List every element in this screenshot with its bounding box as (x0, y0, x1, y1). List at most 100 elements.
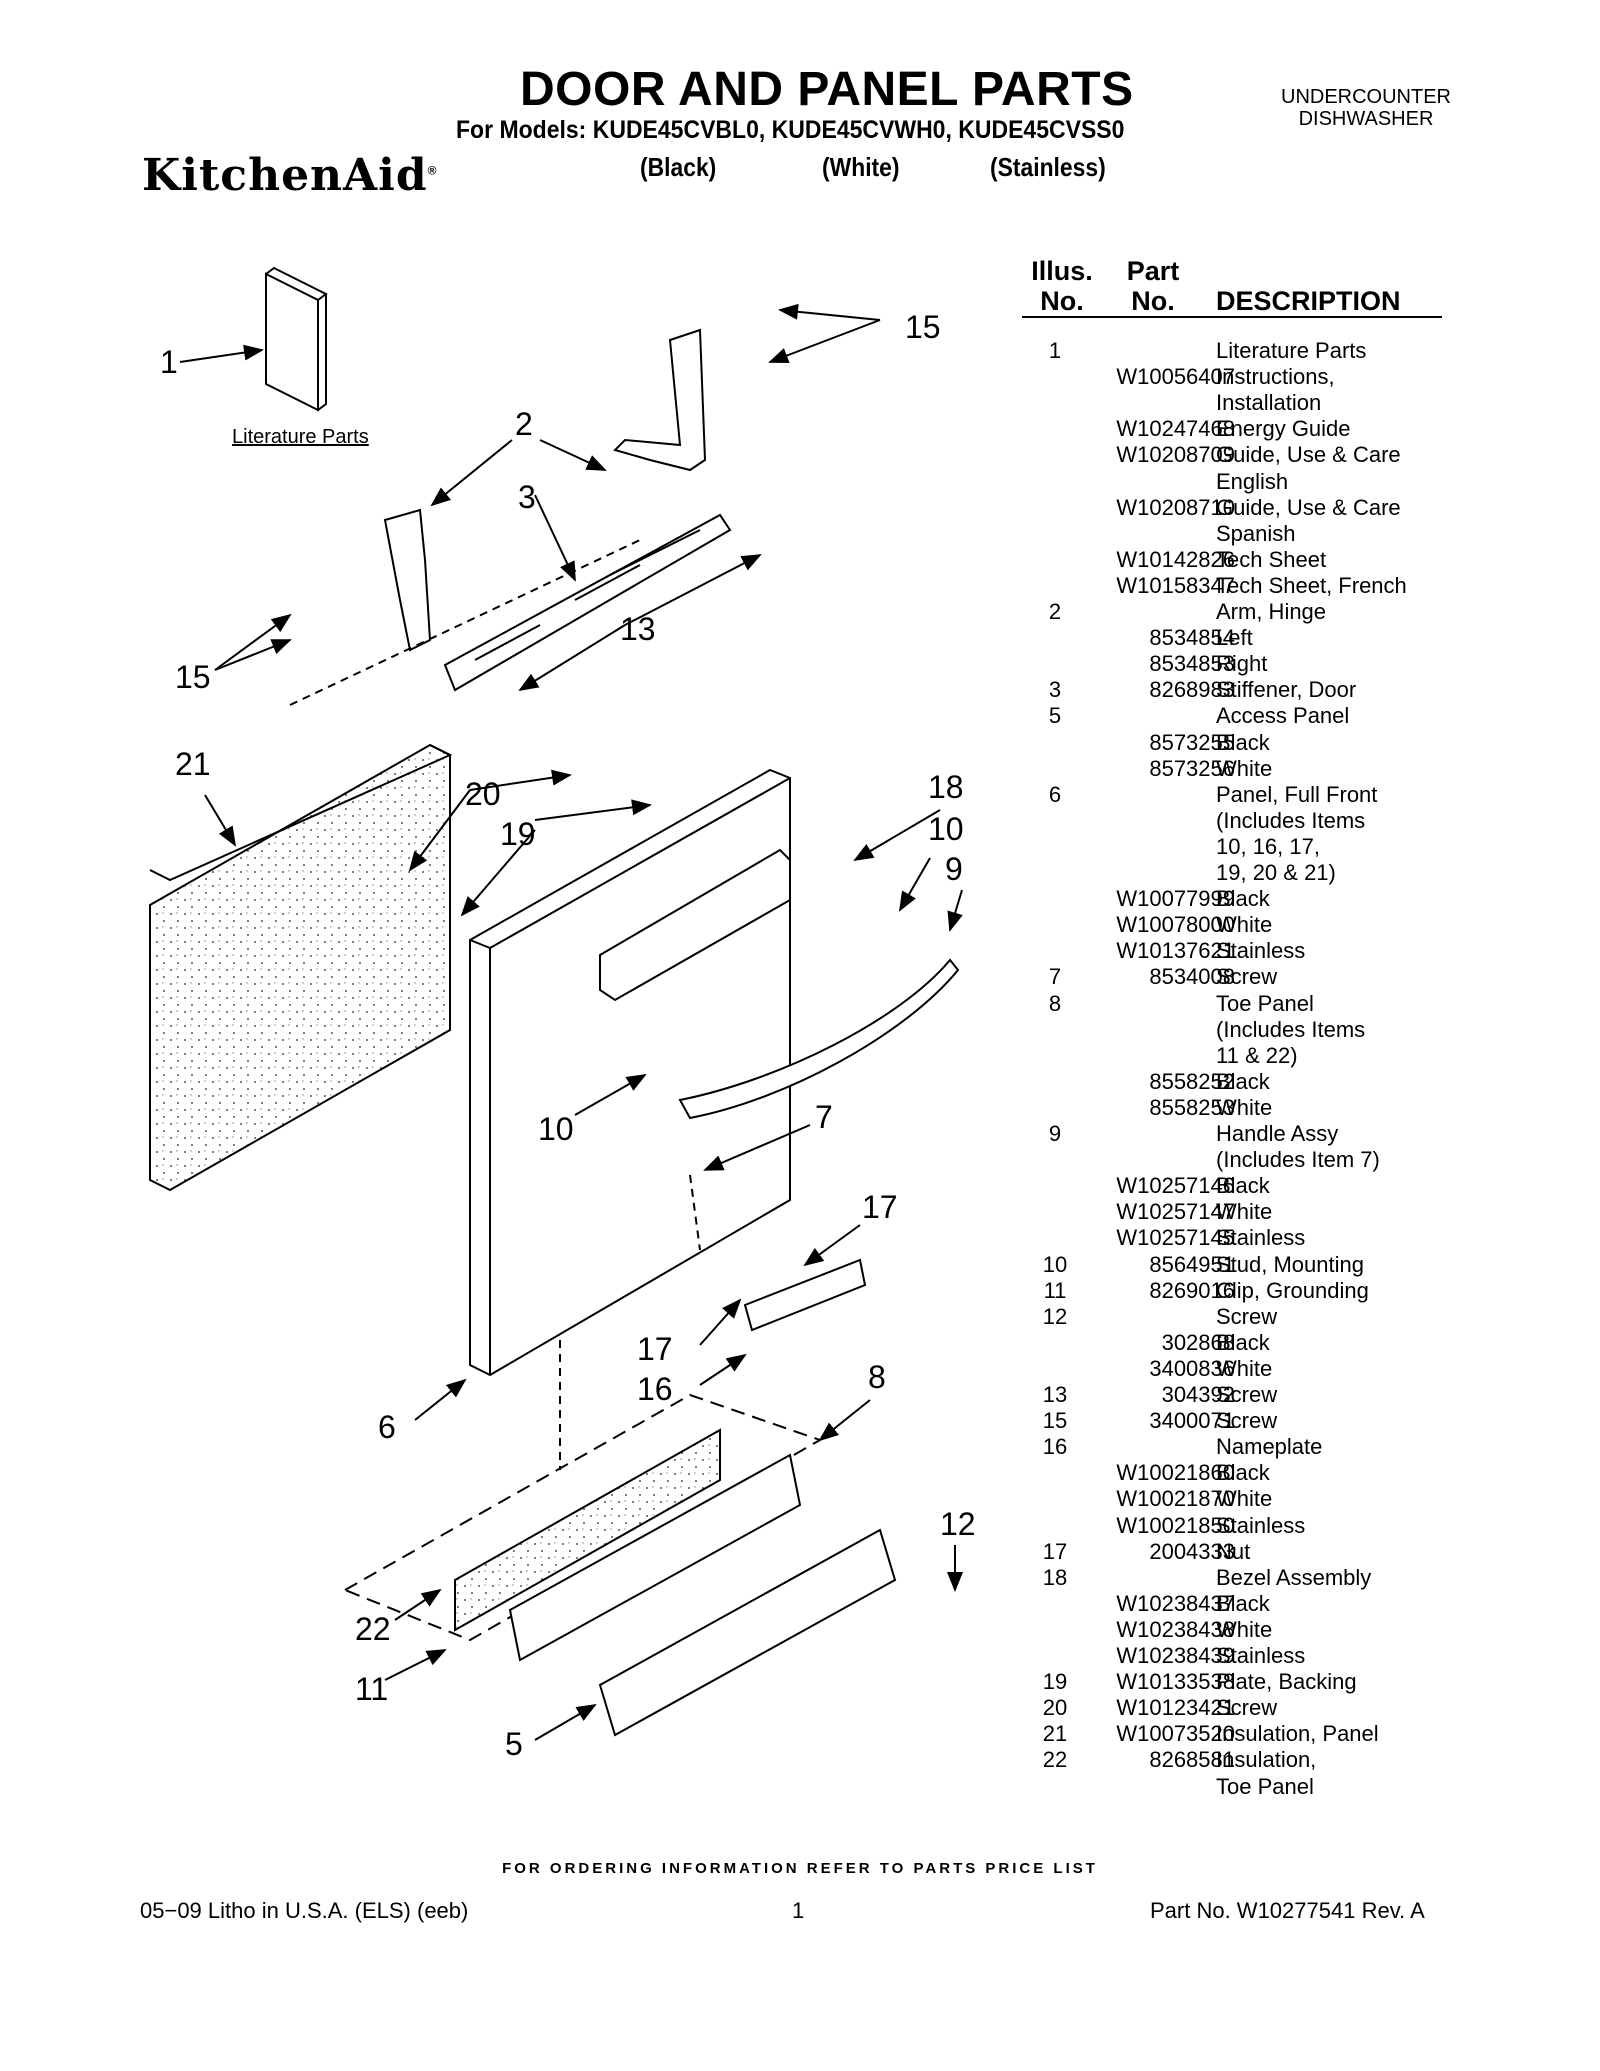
illus-no: 10 (1042, 1251, 1068, 1277)
description: (Includes Items (1216, 1016, 1366, 1042)
literature-caption: Literature Parts (232, 426, 369, 448)
callout-16: 16 (637, 1371, 673, 1407)
description: Black (1216, 886, 1270, 912)
description: Energy Guide (1216, 416, 1351, 442)
part-no: W10142826 (1116, 546, 1235, 572)
illus-no: 17 (1042, 1538, 1068, 1564)
product-type-line2: DISHWASHER (1298, 108, 1434, 130)
illus-no: 6 (1048, 781, 1062, 807)
description: Installation (1216, 390, 1322, 416)
table-row: Toe Panel (1030, 1774, 1470, 1800)
table-row: 18 Bezel Assembly (1030, 1565, 1470, 1591)
callout-2: 2 (515, 406, 533, 442)
description: Black (1216, 1173, 1270, 1199)
part-no: W10257146 (1116, 1173, 1235, 1199)
part-no: 8564951 (1149, 1251, 1235, 1277)
table-row: 10, 16, 17, (1030, 834, 1470, 860)
col-illus-header-1: Illus. (1031, 256, 1093, 286)
description: Panel, Full Front (1216, 781, 1378, 807)
part-no: W10078000 (1116, 912, 1235, 938)
part-no: W10208709 (1116, 442, 1235, 468)
description: Arm, Hinge (1216, 599, 1327, 624)
description: Stainless (1216, 1643, 1306, 1668)
access-panel (598, 1528, 897, 1737)
part-no: 304392 (1161, 1382, 1235, 1407)
table-row: 19, 20 & 21) (1030, 860, 1470, 886)
illus-no: 9 (1048, 1121, 1062, 1146)
callout-7: 7 (815, 1099, 833, 1135)
table-row: 9 Handle Assy (1030, 1121, 1470, 1147)
part-no: W10021860 (1116, 1460, 1235, 1486)
description: White (1216, 1355, 1273, 1381)
callout-17-left: 17 (637, 1331, 673, 1367)
illus-no: 20 (1042, 1695, 1068, 1721)
description: Insulation, (1216, 1747, 1317, 1773)
brand-name: KitchenAid (142, 150, 428, 201)
callout-1: 1 (160, 344, 178, 380)
callout-13: 13 (620, 611, 656, 647)
part-no: W10208710 (1116, 494, 1235, 520)
part-no: W10238438 (1116, 1616, 1235, 1642)
part-no: 8573256 (1149, 755, 1235, 781)
col-illus-header-2: No. (1040, 286, 1084, 316)
callout-21: 21 (175, 746, 211, 782)
part-no: 2004333 (1149, 1538, 1235, 1564)
part-no: W10077999 (1116, 886, 1235, 912)
illus-no: 18 (1042, 1564, 1068, 1590)
description: English (1216, 468, 1289, 494)
illus-no: 13 (1042, 1382, 1068, 1407)
description: Bezel Assembly (1216, 1564, 1372, 1590)
callout-20: 20 (465, 776, 501, 812)
product-type: UNDERCOUNTER DISHWASHER (1256, 86, 1476, 130)
toe-panel (508, 1453, 802, 1662)
part-no: 3400071 (1149, 1408, 1235, 1434)
illus-no: 3 (1048, 677, 1062, 703)
illus-no: 8 (1048, 990, 1062, 1016)
part-no: W10073520 (1116, 1721, 1235, 1747)
page-number: 1 (792, 1898, 805, 1923)
illus-no: 11 (1043, 1277, 1067, 1303)
description: Guide, Use & Care (1216, 442, 1401, 468)
description: Toe Panel (1216, 990, 1314, 1016)
part-no: 8534854 (1149, 625, 1235, 651)
callout-10-right: 10 (928, 811, 964, 847)
callout-17-right: 17 (862, 1189, 898, 1225)
finish-white: (White) (822, 152, 900, 182)
description: White (1216, 755, 1273, 781)
description: Handle Assy (1216, 1121, 1339, 1146)
description: (Includes Items (1216, 807, 1366, 833)
description: White (1216, 912, 1273, 938)
brand-logo: KitchenAid® (142, 150, 438, 201)
callout-6: 6 (378, 1409, 396, 1445)
literature-booklet (265, 272, 319, 412)
col-description-header: DESCRIPTION (1216, 286, 1401, 316)
part-no: W10021870 (1116, 1486, 1235, 1512)
description: Stud, Mounting (1216, 1251, 1364, 1277)
part-no: 8269016 (1149, 1277, 1235, 1303)
litho-info: 05−09 Litho in U.S.A. (ELS) (eeb) (140, 1898, 469, 1923)
illus-no: 5 (1048, 703, 1062, 729)
col-part-header-1: Part (1126, 256, 1180, 286)
part-no: W10123421 (1116, 1695, 1235, 1721)
illus-no: 22 (1042, 1747, 1068, 1773)
